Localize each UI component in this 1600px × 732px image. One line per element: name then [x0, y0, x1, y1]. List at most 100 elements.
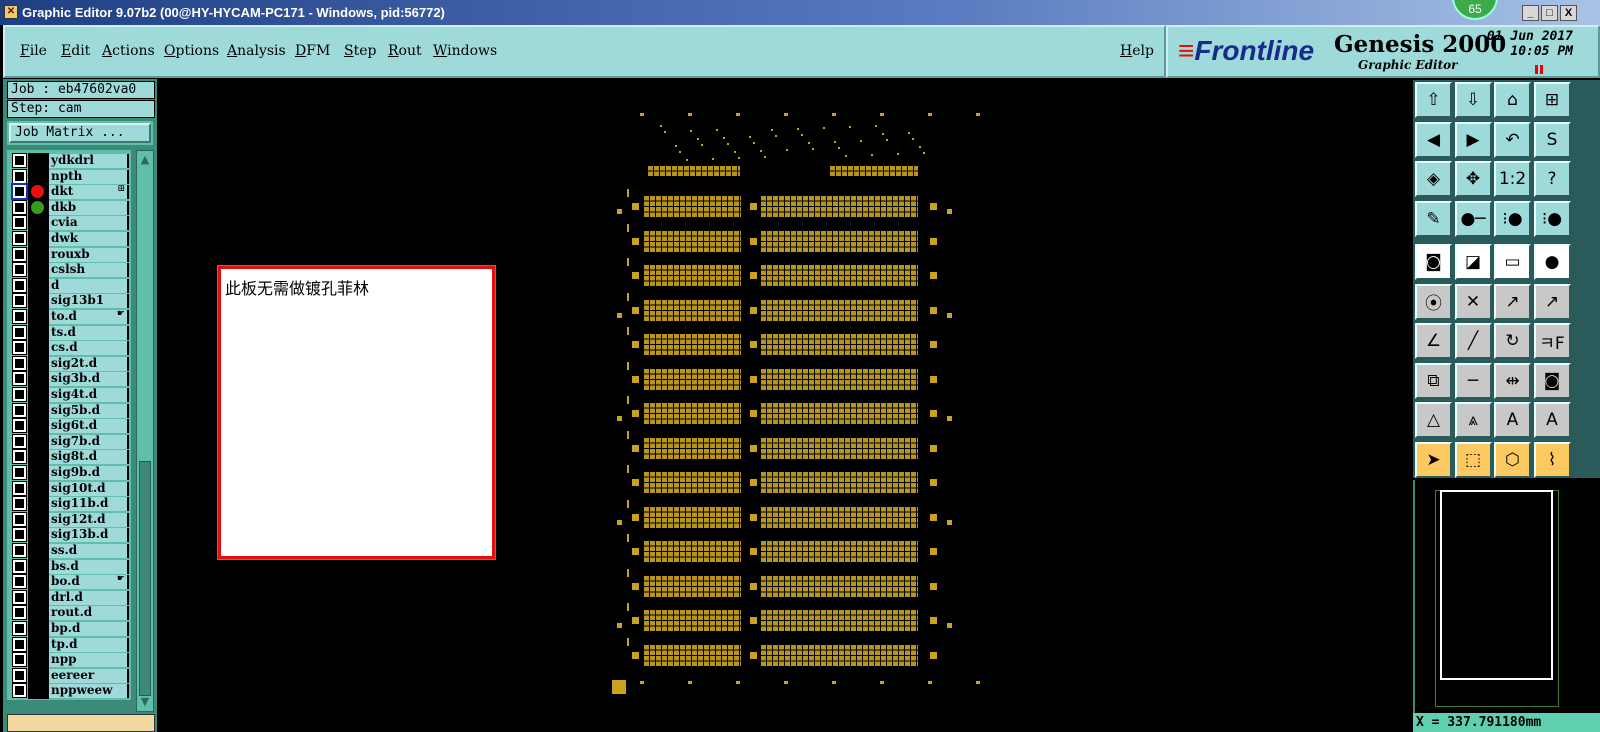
layer-color-slot[interactable] — [28, 153, 49, 169]
layer-name[interactable]: dkt — [49, 185, 129, 200]
dimension-button[interactable]: ⇹ — [1494, 362, 1531, 399]
fit-screen-button[interactable]: ◈ — [1415, 161, 1452, 197]
layer-color-slot[interactable] — [28, 262, 49, 278]
layer-row[interactable]: rout.d — [11, 605, 129, 621]
layer-row[interactable]: sig5b.d — [11, 402, 129, 419]
job-matrix-button[interactable]: Job Matrix ... — [7, 121, 153, 145]
copy-button[interactable]: ↗ — [1533, 283, 1571, 320]
layer-color-slot[interactable] — [28, 387, 49, 403]
layer-checkbox[interactable] — [12, 340, 27, 356]
menu-analysis[interactable]: Analysis — [227, 43, 286, 59]
layer-color-slot[interactable] — [28, 683, 49, 699]
overview-map[interactable] — [1413, 480, 1600, 713]
layer-name[interactable]: sig5b.d — [49, 403, 129, 418]
layer-checkbox[interactable] — [12, 231, 27, 246]
layer-color-slot[interactable] — [28, 309, 49, 325]
layer-name[interactable]: sig12t.d — [49, 512, 129, 527]
layer-checkbox[interactable] — [12, 153, 27, 168]
layer-color-slot[interactable] — [28, 215, 49, 231]
layer-name[interactable]: bs.d — [49, 559, 129, 574]
layer-name[interactable]: sig11b.d — [49, 497, 129, 512]
layer-row[interactable]: cs.d — [11, 340, 129, 356]
layer-color-slot[interactable] — [28, 496, 49, 512]
layer-row[interactable]: npp — [11, 652, 129, 668]
layer-color-slot[interactable] — [28, 621, 49, 637]
layer-name[interactable]: dwk — [49, 232, 129, 246]
layer-checkbox[interactable] — [12, 355, 27, 371]
add-pad-button[interactable]: ◙ — [1415, 244, 1452, 280]
layer-scrollbar[interactable]: ▲ ▼ — [136, 150, 154, 712]
layer-name[interactable]: cslsh — [49, 263, 129, 278]
layer-row[interactable]: sig7b.d — [11, 433, 129, 450]
layer-name[interactable]: sig4t.d — [49, 388, 129, 402]
layer-checkbox[interactable] — [12, 496, 27, 512]
pan-right-button[interactable]: ▶ — [1454, 121, 1492, 158]
layer-row[interactable]: bp.d — [11, 621, 129, 637]
layer-color-slot[interactable] — [28, 511, 49, 528]
menu-actions[interactable]: Actions — [102, 43, 155, 59]
pad-button[interactable]: ● — [1533, 244, 1571, 280]
layer-checkbox[interactable] — [12, 605, 27, 621]
layer-row[interactable]: rouxb — [11, 246, 129, 263]
layer-row[interactable]: sig9b.d — [11, 465, 129, 481]
layer-checkbox[interactable] — [12, 465, 27, 480]
layer-name[interactable]: bp.d — [49, 622, 129, 636]
layer-checkbox[interactable] — [12, 418, 27, 434]
layer-color-slot[interactable] — [28, 527, 49, 543]
arc-button[interactable]: △ — [1415, 402, 1452, 438]
line-button[interactable]: ╱ — [1454, 323, 1492, 359]
layer-color-slot[interactable] — [28, 605, 49, 621]
layer-color-slot[interactable] — [28, 402, 49, 419]
layer-checkbox[interactable] — [12, 621, 27, 636]
resize-button[interactable]: ⧉ — [1415, 362, 1452, 399]
layer-color-slot[interactable] — [28, 465, 49, 481]
layer-color-slot[interactable] — [28, 480, 49, 497]
layer-checkbox[interactable] — [12, 574, 27, 590]
layer-color-slot[interactable] — [28, 589, 49, 606]
menu-edit[interactable]: Edit — [61, 43, 91, 59]
layer-row[interactable]: sig10t.d — [11, 480, 129, 497]
minimize-button[interactable]: _ — [1522, 5, 1539, 21]
menu-dfm[interactable]: DFM — [295, 43, 331, 59]
layer-row[interactable]: ss.d — [11, 543, 129, 559]
layer-checkbox[interactable] — [12, 199, 27, 215]
layer-color-slot[interactable] — [28, 293, 49, 309]
layer-name[interactable]: sig13b.d — [49, 528, 129, 543]
layer-row[interactable]: sig6t.d — [11, 418, 129, 434]
layer-row[interactable]: d — [11, 277, 129, 294]
menu-rout[interactable]: Rout — [388, 43, 422, 59]
layer-row[interactable]: eereer — [11, 667, 129, 684]
layer-row[interactable]: cvia — [11, 215, 129, 231]
scroll-thumb[interactable] — [139, 461, 151, 696]
layer-checkbox[interactable] — [12, 324, 27, 340]
zoom-in-button[interactable]: ⇧ — [1415, 82, 1452, 118]
layer-checkbox[interactable] — [12, 309, 27, 324]
layer-checkbox[interactable] — [12, 449, 27, 465]
delete-button[interactable]: ✕ — [1454, 283, 1492, 320]
layer-checkbox[interactable] — [12, 683, 27, 699]
layer-checkbox[interactable] — [12, 527, 27, 543]
layer-checkbox[interactable] — [12, 215, 27, 231]
menu-step[interactable]: Step — [344, 43, 377, 59]
layer-row[interactable]: sig13b1 — [11, 293, 129, 309]
layer-checkbox[interactable] — [12, 667, 27, 683]
layer-color-dot[interactable] — [31, 200, 44, 214]
layer-row[interactable]: sig8t.d — [11, 449, 129, 465]
layer-row[interactable]: sig11b.d — [11, 496, 129, 512]
move-button[interactable]: ↗ — [1494, 283, 1531, 320]
layer-row[interactable]: bs.d — [11, 558, 129, 575]
layer-checkbox[interactable] — [11, 183, 28, 201]
layer-name[interactable]: cs.d — [49, 341, 129, 356]
snap-button[interactable]: ●─ — [1454, 200, 1492, 237]
layer-name[interactable]: sig10t.d — [49, 481, 129, 496]
layer-color-slot[interactable] — [28, 231, 49, 247]
scroll-up-icon[interactable]: ▲ — [140, 153, 150, 166]
arc4-button[interactable]: A — [1533, 402, 1571, 438]
pause-icon[interactable] — [1535, 65, 1543, 74]
split-line-button[interactable]: ─ — [1454, 362, 1492, 399]
layer-color-slot[interactable] — [28, 543, 49, 559]
layer-name[interactable]: sig3b.d — [49, 372, 129, 387]
layer-checkbox[interactable] — [12, 262, 27, 278]
tools-button[interactable]: ✎ — [1415, 200, 1452, 237]
layer-name[interactable]: npth — [49, 169, 129, 184]
